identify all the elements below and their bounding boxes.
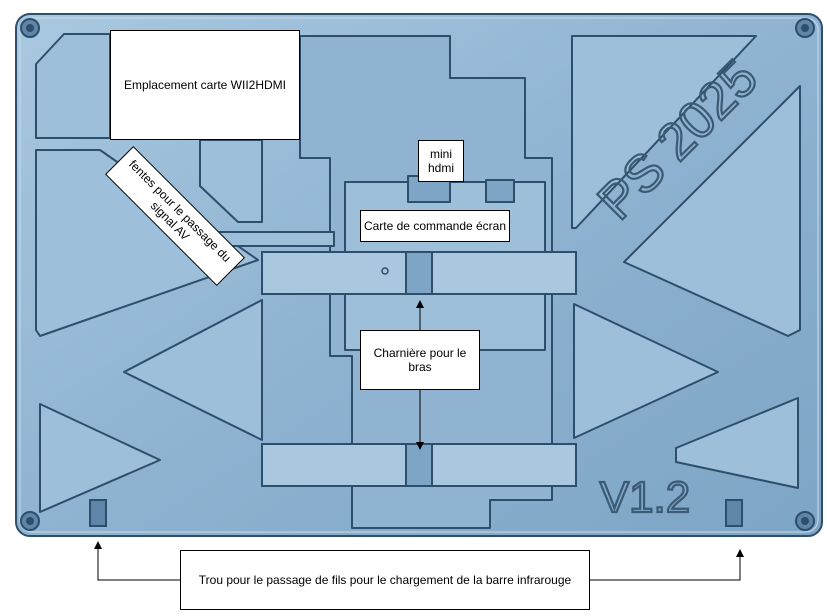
callout-ir-holes: Trou pour le passage de fils pour le cha… (180, 550, 590, 610)
screw-hole-top-left (20, 18, 40, 38)
callout-hinge: Charnière pour le bras (360, 330, 480, 390)
screw-hole-bottom-left (20, 511, 40, 531)
pocket-left-triangle-bottom (39, 403, 161, 513)
callout-mini-hdmi: mini hdmi (418, 140, 464, 182)
callout-wii2hdmi: Emplacement carte WII2HDMI (110, 30, 300, 140)
ir-arrow-right (590, 549, 744, 581)
pocket-right-top (571, 35, 757, 229)
screw-hole-bottom-right (795, 511, 815, 531)
pocket-left-triangle-mid (123, 299, 263, 441)
ir-arrow-left (94, 541, 180, 581)
port-square (485, 179, 515, 203)
screw-hole-top-right (795, 18, 815, 38)
ir-hole-left (89, 499, 107, 527)
pocket-right-large (623, 85, 801, 337)
engraving-version: V1.2 (600, 473, 691, 522)
pocket-av-slot (199, 139, 263, 223)
pocket-right-triangle-mid (573, 303, 719, 439)
ir-hole-right (725, 499, 743, 527)
pocket-left-large (35, 149, 259, 337)
callout-control-board: Carte de commande écran (360, 210, 510, 242)
pocket-right-triangle-bottom (675, 397, 799, 489)
